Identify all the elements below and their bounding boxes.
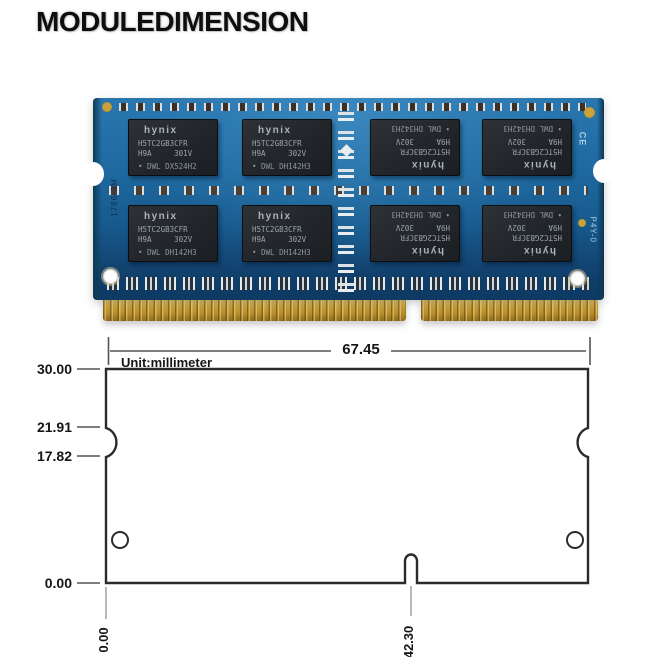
dimension-key-notch-label: 42.30 <box>401 625 416 657</box>
chip-part-number: H5TC2GB3CFR <box>400 147 450 156</box>
dimension-origin-label: 0.00 <box>96 627 111 653</box>
chip-brand: hynix <box>144 125 178 136</box>
chip-part-number: H5TC2GB3CFR <box>512 147 562 156</box>
chip-code: H9A 302V <box>395 223 450 233</box>
edge-connector-pins-right <box>421 297 598 321</box>
dimension-width-label: 67.45 <box>342 341 380 358</box>
chip-part-number: H5TC2GB3CFR <box>512 233 562 242</box>
side-notch-right <box>593 159 615 183</box>
chip-code: H9A 302V <box>252 148 307 158</box>
chip-serial: • DWL DH142H3 <box>138 248 197 258</box>
pcb-edge-text-right: P4Y-0 <box>588 216 597 244</box>
chip-serial: • DWL DH342H3 <box>391 123 450 133</box>
ram-module-pcb: hynix H5TC2GB3CFR H9A 301V • DWL DX524H2… <box>82 98 615 300</box>
chip-part-number: H5TC2GB3CFR <box>400 233 450 242</box>
chip-serial: • DWL DH142H3 <box>252 162 311 172</box>
pcb-edge-text-left: 1786-3M <box>109 178 119 217</box>
chip-code: H9A 302V <box>252 234 307 244</box>
memory-chip: hynix H5TC2GB3CFR H9A 302V • DWL DH142H3 <box>242 205 332 262</box>
side-notch-left <box>82 162 104 186</box>
chip-brand: hynix <box>258 211 292 222</box>
chip-brand: hynix <box>258 125 292 136</box>
memory-chip: hynix H5TC2GB3CFR H9A 302V • DWL DH342H3 <box>482 119 572 176</box>
chip-brand: hynix <box>410 159 444 170</box>
chip-code: H9A 302V <box>138 234 193 244</box>
mount-hole-right <box>566 531 584 549</box>
mounting-hole-left <box>103 269 118 284</box>
memory-chip: hynix H5TC2GB3CFR H9A 302V • DWL DH342H3 <box>482 205 572 262</box>
bottom-dimension-ticks <box>105 586 412 619</box>
chip-code: H9A 301V <box>138 148 193 158</box>
chip-part-number: H5TC2GB3CFR <box>252 225 302 234</box>
chip-brand: hynix <box>410 245 444 256</box>
chip-code: H9A 302V <box>507 223 562 233</box>
dimension-notch-top-label: 21.91 <box>36 419 72 435</box>
ce-mark: CE <box>577 131 588 147</box>
gold-pad-top-left <box>102 102 112 112</box>
memory-chip: hynix H5TC2GB3CFR H9A 302V • DWL DH342H3 <box>370 119 460 176</box>
chip-serial: • DWL DH142H3 <box>252 248 311 258</box>
memory-chip: hynix H5TC2GB3CFR H9A 301V • DWL DX524H2 <box>128 119 218 176</box>
chip-brand: hynix <box>522 245 556 256</box>
edge-connector-pins-left <box>103 297 406 321</box>
page-title: MODULEDIMENSION <box>36 6 309 37</box>
chip-serial: • DWL DH342H3 <box>503 123 562 133</box>
mount-hole-left <box>111 531 129 549</box>
memory-chip: hynix H5TC2GB3CFR H9A 302V • DWL DH342H3 <box>370 205 460 262</box>
memory-chip: hynix H5TC2GB3CFR H9A 302V • DWL DH142H3 <box>242 119 332 176</box>
chip-brand: hynix <box>522 159 556 170</box>
mounting-hole-right <box>570 271 585 286</box>
smd-components-center-column <box>338 104 354 292</box>
gold-pad-top-right <box>584 107 595 118</box>
dimension-notch-bottom-label: 17.82 <box>36 448 72 464</box>
gold-pad-right <box>578 219 586 227</box>
width-dimension-line <box>107 337 591 365</box>
chip-part-number: H5TC2GB3CFR <box>252 139 302 148</box>
unit-label: Unit:millimeter <box>121 355 213 370</box>
chip-part-number: H5TC2GB3CFR <box>138 139 188 148</box>
chip-brand: hynix <box>144 211 178 222</box>
chip-part-number: H5TC2GB3CFR <box>138 225 188 234</box>
chip-code: H9A 302V <box>395 137 450 147</box>
chip-serial: • DWL DH342H3 <box>503 209 562 219</box>
chip-code: H9A 302V <box>507 137 562 147</box>
dimension-baseline-label: 0.00 <box>44 575 72 591</box>
left-dimension-ticks <box>77 368 100 584</box>
memory-chip: hynix H5TC2GB3CFR H9A 302V • DWL DH142H3 <box>128 205 218 262</box>
module-outline <box>104 367 590 585</box>
chip-serial: • DWL DX524H2 <box>138 162 197 172</box>
dimension-height-label: 30.00 <box>36 361 72 377</box>
chip-serial: • DWL DH342H3 <box>391 209 450 219</box>
